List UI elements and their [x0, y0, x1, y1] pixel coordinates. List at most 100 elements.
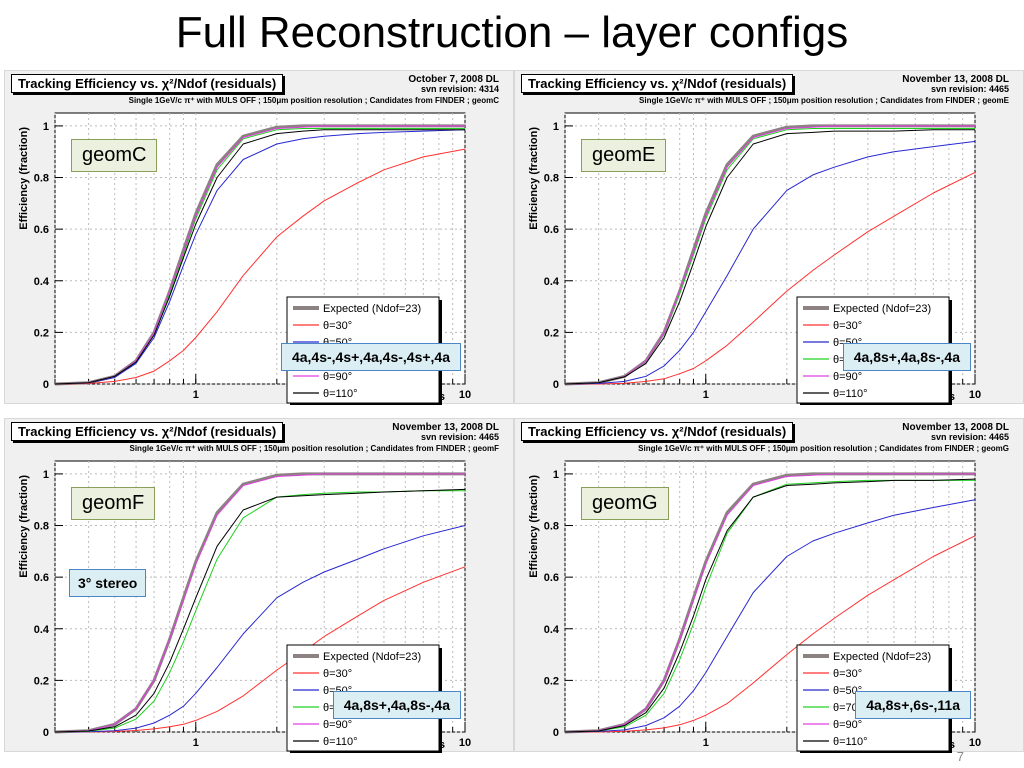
- y-tick-label: 0.2: [34, 327, 49, 339]
- legend-label-0: Expected (Ndof=23): [323, 651, 421, 663]
- page-number: 7: [956, 749, 964, 764]
- legend-label-4: θ=90°: [833, 719, 862, 731]
- legend-label-2: θ=50°: [833, 685, 862, 697]
- y-tick-label: 0.2: [34, 675, 49, 687]
- series-line-1: [565, 535, 976, 733]
- y-tick-label: 0.4: [544, 624, 560, 636]
- chart-panel-2: 00.20.40.60.81110χ²/Ndof from hit residu…: [514, 70, 1024, 405]
- y-tick-label: 0.4: [34, 624, 50, 636]
- y-tick-label: 1: [553, 469, 559, 481]
- chart-subtitle: Single 1GeV/c π⁺ with MULS OFF ; 150μm p…: [129, 444, 500, 453]
- series-line-3: [54, 490, 465, 733]
- chart-title: Tracking Efficiency vs. χ²/Ndof (residua…: [521, 74, 794, 93]
- chart-date: October 7, 2008 DL: [408, 74, 499, 85]
- chart-subtitle: Single 1GeV/c π⁺ with MULS OFF ; 150μm p…: [639, 96, 1009, 105]
- legend-label-0: Expected (Ndof=23): [833, 303, 931, 315]
- chart-date: November 13, 2008 DL: [392, 422, 499, 433]
- y-tick-label: 0.6: [544, 572, 559, 584]
- x-tick-label: 10: [459, 389, 471, 401]
- y-tick-label: 0.8: [544, 521, 559, 533]
- legend-label-4: θ=90°: [323, 719, 352, 731]
- y-tick-label: 0.8: [34, 173, 49, 185]
- y-tick-label: 0.6: [34, 224, 49, 236]
- chart-panel-1: 00.20.40.60.81110χ²/Ndof from hit residu…: [4, 70, 514, 405]
- y-tick-label: 0: [43, 727, 49, 739]
- series-line-2: [54, 525, 466, 733]
- chart-title: Tracking Efficiency vs. χ²/Ndof (residua…: [11, 422, 284, 441]
- config-label: 4a,4s-,4s+,4a,4s-,4s+,4a: [280, 343, 461, 371]
- x-tick-label: 1: [703, 737, 709, 749]
- chart-svn: svn revision: 4465: [930, 432, 1009, 442]
- legend-label-3: θ=70°: [833, 702, 862, 714]
- config-label: 4a,8s+,4a,8s-,4a: [842, 343, 971, 371]
- y-tick-label: 0: [553, 727, 559, 739]
- y-axis-label: Efficiency (fraction): [528, 127, 540, 230]
- x-tick-label: 10: [459, 737, 471, 749]
- x-tick-label: 10: [969, 737, 981, 749]
- chart-panel-3: 00.20.40.60.81110χ²/Ndof from hit residu…: [4, 418, 514, 753]
- x-tick-label: 1: [193, 389, 199, 401]
- x-tick-label: 10: [969, 389, 981, 401]
- chart-subtitle: Single 1GeV/c π⁺ with MULS OFF ; 150μm p…: [638, 444, 1009, 453]
- legend-label-1: θ=30°: [323, 320, 352, 332]
- chart-date: November 13, 2008 DL: [902, 74, 1009, 85]
- series-line-3: [564, 479, 975, 733]
- y-axis-label: Efficiency (fraction): [18, 127, 30, 230]
- chart-svn: svn revision: 4465: [420, 432, 499, 442]
- slide-title: Full Reconstruction – layer configs: [175, 8, 849, 57]
- y-axis-label: Efficiency (fraction): [528, 475, 540, 578]
- geom-label: geomE: [581, 139, 667, 172]
- series-line-5: [54, 488, 466, 733]
- legend-label-5: θ=110°: [833, 736, 867, 748]
- series-line-4: [564, 125, 975, 385]
- config-label: 4a,8s+,4a,8s-,4a: [332, 691, 461, 719]
- y-tick-label: 0.8: [544, 173, 559, 185]
- geom-label: geomC: [71, 139, 158, 172]
- y-tick-label: 0: [553, 379, 559, 391]
- series-line-1: [565, 171, 976, 385]
- y-tick-label: 0.8: [34, 521, 49, 533]
- series-line-1: [54, 148, 466, 385]
- chart-title: Tracking Efficiency vs. χ²/Ndof (residua…: [521, 422, 794, 441]
- y-tick-label: 0.2: [544, 675, 559, 687]
- chart-date: November 13, 2008 DL: [902, 422, 1009, 433]
- series-line-4: [54, 125, 465, 385]
- stereo-label: 3° stereo: [69, 569, 147, 597]
- series-line-5: [564, 478, 976, 733]
- chart-subtitle: Single 1GeV/c π⁺ with MULS OFF ; 150μm p…: [128, 96, 499, 105]
- geom-label: geomG: [581, 487, 669, 520]
- y-tick-label: 1: [43, 469, 49, 481]
- series-line-4: [564, 473, 975, 733]
- series-line-2: [564, 499, 976, 733]
- y-tick-label: 0: [43, 379, 49, 391]
- legend-label-1: θ=30°: [323, 668, 352, 680]
- x-tick-label: 1: [703, 389, 709, 401]
- legend-label-5: θ=110°: [323, 388, 357, 400]
- y-tick-label: 1: [553, 121, 559, 133]
- series-line-5: [564, 129, 975, 385]
- y-tick-label: 0.2: [544, 327, 559, 339]
- y-tick-label: 1: [43, 121, 49, 133]
- chart-svn: svn revision: 4314: [420, 84, 499, 94]
- y-tick-label: 0.6: [34, 572, 49, 584]
- chart-title: Tracking Efficiency vs. χ²/Ndof (residua…: [11, 74, 284, 93]
- legend-label-4: θ=90°: [833, 371, 862, 383]
- legend-label-1: θ=30°: [833, 320, 862, 332]
- series-line-1: [55, 566, 466, 733]
- legend-label-0: Expected (Ndof=23): [833, 651, 931, 663]
- x-tick-label: 1: [193, 737, 199, 749]
- series-line-2: [54, 129, 466, 385]
- config-label: 4a,8s+,6s-,11a: [855, 691, 971, 719]
- legend-label-4: θ=90°: [323, 371, 352, 383]
- series-line-4: [54, 473, 465, 733]
- legend-label-0: Expected (Ndof=23): [323, 303, 421, 315]
- y-tick-label: 0.4: [544, 276, 560, 288]
- y-tick-label: 0.4: [34, 276, 50, 288]
- legend-label-5: θ=110°: [833, 388, 867, 400]
- legend-label-5: θ=110°: [323, 736, 357, 748]
- y-axis-label: Efficiency (fraction): [18, 475, 30, 578]
- y-tick-label: 0.6: [544, 224, 559, 236]
- legend-label-1: θ=30°: [833, 668, 862, 680]
- series-line-5: [54, 129, 465, 385]
- geom-label: geomF: [71, 487, 156, 520]
